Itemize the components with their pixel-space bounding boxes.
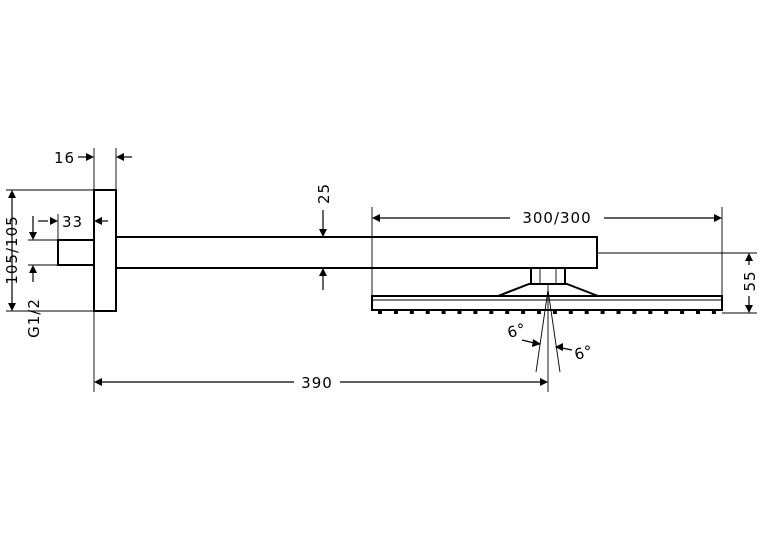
label-thread: G1/2 bbox=[25, 298, 43, 338]
label-vertical-range: 105/105 bbox=[3, 215, 21, 284]
nozzle bbox=[537, 310, 541, 314]
label-arm-height: 25 bbox=[315, 183, 333, 204]
thread-stub bbox=[57, 239, 96, 266]
wall-flange bbox=[93, 189, 117, 312]
nozzle bbox=[664, 310, 669, 314]
nozzle bbox=[680, 310, 685, 314]
nozzle bbox=[616, 310, 621, 314]
nozzle bbox=[711, 310, 716, 314]
label-thread-offset: 33 bbox=[62, 213, 83, 231]
product-outline bbox=[57, 189, 723, 312]
label-angle-left: 6° bbox=[505, 320, 528, 342]
nozzle bbox=[409, 310, 414, 314]
nozzle bbox=[648, 310, 653, 314]
label-wall-plate-thickness: 16 bbox=[54, 149, 75, 167]
nozzle bbox=[505, 310, 510, 314]
label-projection: 390 bbox=[301, 374, 333, 392]
label-head-height: 55 bbox=[741, 270, 759, 291]
nozzle bbox=[489, 310, 494, 314]
nozzle bbox=[473, 310, 478, 314]
connector-nut bbox=[530, 267, 566, 285]
label-head-size: 300/300 bbox=[522, 209, 591, 227]
label-angle-right: 6° bbox=[572, 342, 595, 364]
nozzle bbox=[441, 310, 446, 314]
nozzle-row bbox=[378, 310, 716, 314]
extension-lines bbox=[6, 148, 757, 392]
nozzle bbox=[393, 310, 398, 314]
nozzle bbox=[378, 310, 382, 314]
shower-arm bbox=[115, 236, 598, 269]
dimension-lines bbox=[8, 153, 753, 386]
nozzle bbox=[600, 310, 605, 314]
nozzle bbox=[552, 310, 557, 314]
nozzle bbox=[457, 310, 462, 314]
nozzle bbox=[425, 310, 430, 314]
nozzle bbox=[696, 310, 700, 314]
nozzle bbox=[521, 310, 526, 314]
nozzle bbox=[568, 310, 573, 314]
dimension-labels: 16 33 25 300/300 55 105/105 G1/2 390 6° … bbox=[3, 149, 759, 392]
nozzle bbox=[632, 310, 637, 314]
nozzle bbox=[584, 310, 589, 314]
